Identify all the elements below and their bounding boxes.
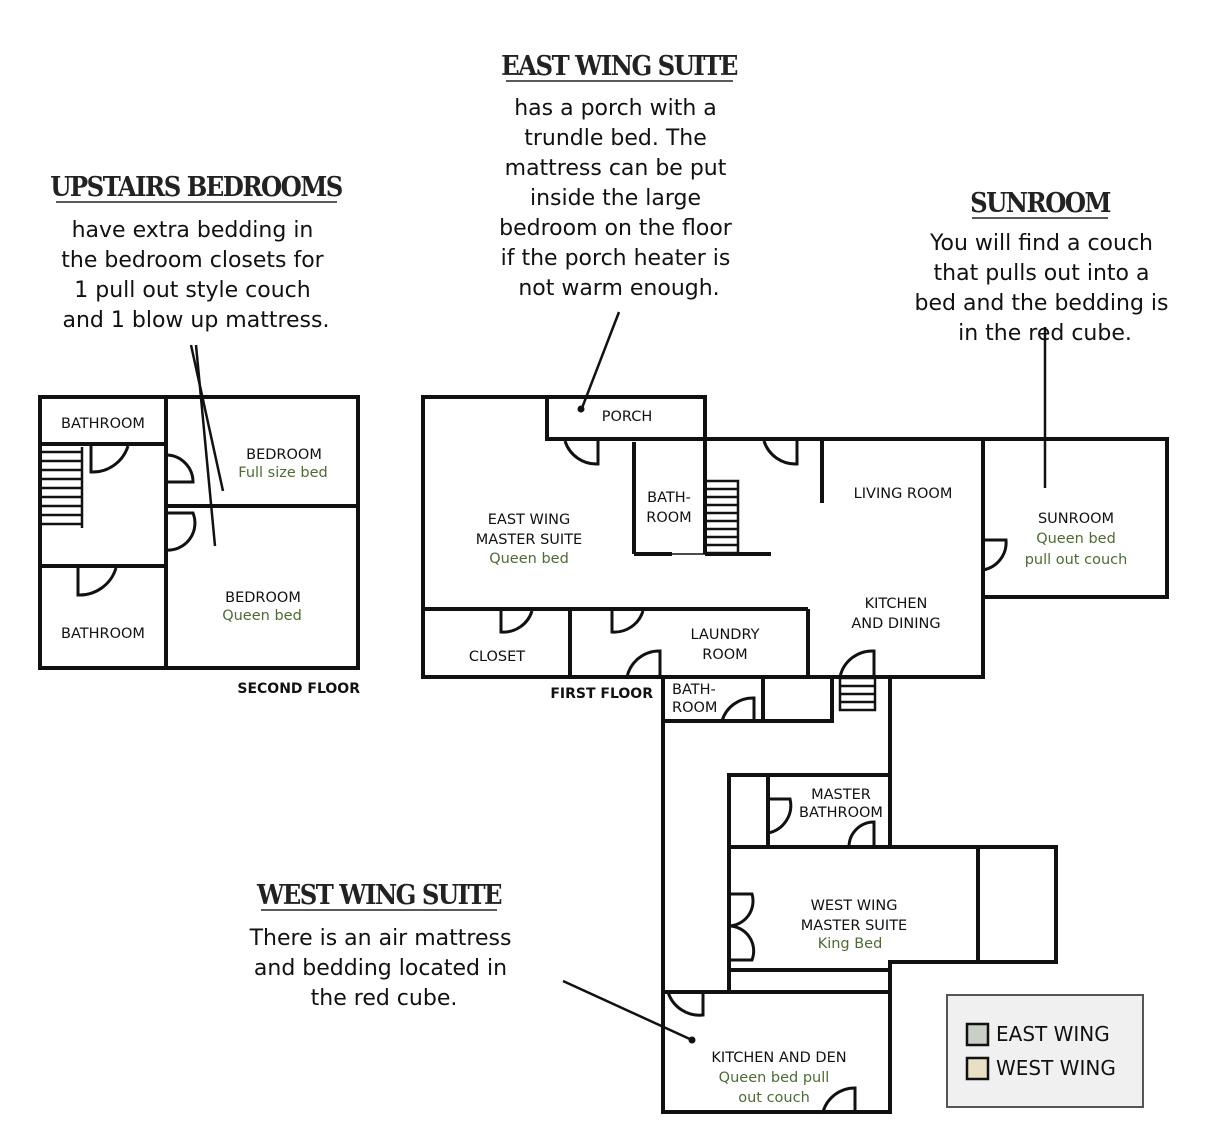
door-icon bbox=[982, 538, 1008, 572]
svg-text:There is an air mattress: There is an air mattress and bedding loc… bbox=[249, 926, 519, 1011]
annotation-west-wing: WEST WING SUITE There is an air mattress… bbox=[249, 880, 519, 1011]
room-label: BATHROOM bbox=[61, 416, 145, 432]
stairs-icon bbox=[838, 676, 877, 712]
annotation-line: and bedding located in bbox=[254, 956, 507, 981]
door-icon bbox=[847, 820, 876, 848]
bed-label: Queen bed bbox=[222, 608, 302, 624]
annotation-title: SUNROOM bbox=[970, 188, 1110, 219]
door-icon bbox=[76, 567, 118, 597]
door-icon bbox=[89, 445, 130, 474]
annotation-line: that pulls out into a bbox=[934, 261, 1150, 286]
annotation-line: mattress can be put bbox=[505, 156, 727, 181]
bed-label: King Bed bbox=[818, 936, 883, 952]
annotation-line: not warm enough. bbox=[518, 276, 719, 301]
door-icon bbox=[666, 991, 705, 1017]
leader-line bbox=[194, 344, 217, 547]
svg-text:You will find a couch th: You will find a couch that pulls out int… bbox=[915, 231, 1176, 346]
annotation-line: There is an air mattress bbox=[249, 926, 512, 951]
door-icon bbox=[625, 649, 662, 678]
annotation-sunroom: SUNROOM You will find a couch that pulls… bbox=[915, 188, 1176, 346]
leader-line bbox=[189, 344, 225, 492]
floor-label: SECOND FLOOR bbox=[237, 681, 360, 697]
annotation-line: the bedroom closets for bbox=[61, 248, 324, 273]
svg-text:have extra bedding in th: have extra bedding in the bedroom closet… bbox=[61, 218, 330, 333]
room-label: SUNROOM bbox=[1038, 511, 1114, 527]
room-label: BATH-ROOM bbox=[646, 490, 691, 526]
legend: EAST WING WEST WING bbox=[946, 994, 1144, 1108]
room-label: BEDROOM bbox=[246, 447, 322, 463]
room-label: PORCH bbox=[602, 409, 653, 425]
floor-label: FIRST FLOOR bbox=[550, 686, 653, 702]
bed-label: Queen bed bbox=[489, 551, 569, 567]
annotation-line: You will find a couch bbox=[929, 231, 1153, 256]
door-icon bbox=[821, 1086, 857, 1113]
door-icon bbox=[720, 696, 756, 722]
annotation-title: UPSTAIRS BEDROOMS bbox=[50, 172, 343, 203]
room-label: BEDROOM bbox=[225, 590, 301, 606]
annotation-line: trundle bed. The bbox=[524, 126, 707, 151]
door-icon bbox=[838, 649, 876, 678]
legend-label-east: EAST WING bbox=[996, 1022, 1110, 1046]
annotation-line: have extra bedding in bbox=[72, 218, 314, 243]
annotation-line: inside the large bbox=[530, 186, 701, 211]
door-icon bbox=[762, 440, 799, 466]
door-icon bbox=[563, 440, 600, 466]
door-icon bbox=[767, 797, 793, 835]
annotation-line: the red cube. bbox=[311, 986, 458, 1011]
annotation-upstairs: UPSTAIRS BEDROOMS have extra bedding in … bbox=[50, 172, 344, 547]
second-floor-plan: BATHROOM BATHROOM BEDROOM Full size bed … bbox=[38, 395, 360, 697]
bed-label: Full size bed bbox=[238, 465, 327, 481]
door-icon bbox=[165, 511, 197, 552]
annotation-east-wing: EAST WING SUITE has a porch with a trund… bbox=[499, 51, 739, 301]
leader-line bbox=[580, 311, 621, 409]
annotation-title: WEST WING SUITE bbox=[256, 880, 502, 911]
annotation-line: bed and the bedding is bbox=[915, 291, 1169, 316]
room-label: BATHROOM bbox=[61, 626, 145, 642]
room-label: KITCHEN AND DEN bbox=[711, 1050, 846, 1066]
stairs-icon bbox=[42, 447, 84, 528]
room-label: LIVING ROOM bbox=[854, 486, 953, 502]
room-label: BATH-ROOM bbox=[672, 682, 717, 716]
annotation-line: if the porch heater is bbox=[501, 246, 731, 271]
door-icon bbox=[165, 453, 195, 484]
legend-label-west: WEST WING bbox=[996, 1056, 1116, 1080]
door-icon bbox=[728, 892, 756, 962]
annotation-title: EAST WING SUITE bbox=[501, 51, 738, 82]
svg-text:has a porch with a trund: has a porch with a trundle bed. The matt… bbox=[499, 96, 739, 301]
stairs-icon bbox=[703, 479, 740, 555]
annotation-line: and 1 blow up mattress. bbox=[63, 308, 330, 333]
door-icon bbox=[610, 610, 645, 634]
leader-line bbox=[562, 979, 693, 1042]
annotation-line: has a porch with a bbox=[514, 96, 717, 121]
annotation-line: bedroom on the floor bbox=[499, 216, 733, 241]
room-label: CLOSET bbox=[469, 649, 525, 665]
legend-swatch-east bbox=[965, 1022, 990, 1047]
door-icon bbox=[499, 610, 534, 634]
legend-swatch-west bbox=[965, 1056, 990, 1081]
annotation-line: 1 pull out style couch bbox=[74, 278, 310, 303]
